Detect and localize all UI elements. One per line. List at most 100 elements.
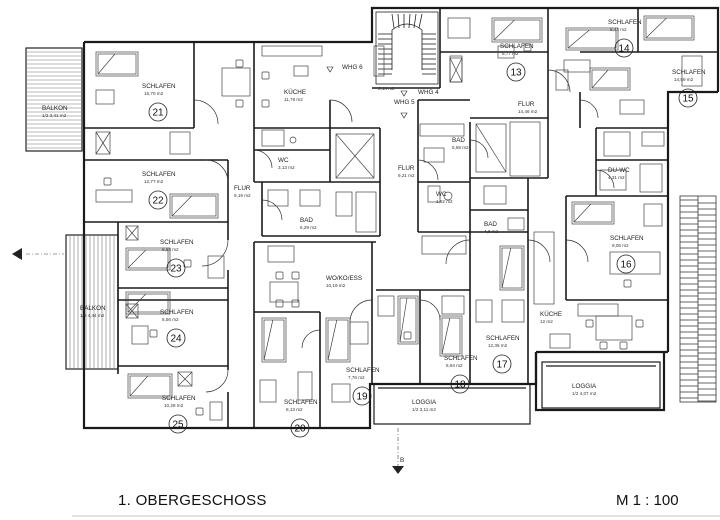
apartment-name: WHG 6 xyxy=(342,64,363,71)
space-area: 1,52 m2 xyxy=(436,199,453,204)
entry-arrow-icon xyxy=(326,66,334,73)
room-number-circle xyxy=(616,254,636,274)
space-area: 1/2 3,11 m2 xyxy=(412,407,436,412)
space-name: BAD xyxy=(484,221,497,228)
space-name: BAD xyxy=(300,217,313,224)
space-area: 14,46 m2 xyxy=(518,109,538,114)
room-number: 24 xyxy=(170,334,182,345)
room-name: SCHLAFEN xyxy=(160,309,194,316)
space-area: 1/2 4,07 m2 xyxy=(572,391,597,396)
room-number: 13 xyxy=(510,68,522,79)
room-name: SCHLAFEN xyxy=(444,355,478,362)
space-area: 3,13 m2 xyxy=(278,165,295,170)
space-name: BALKON xyxy=(80,305,106,312)
label-stair: 6,14 m2 xyxy=(378,86,395,91)
room-number-circle xyxy=(492,354,512,374)
staircase xyxy=(375,11,439,85)
room-number-circle xyxy=(352,386,372,406)
furniture xyxy=(95,15,703,421)
room-number-circle xyxy=(678,88,698,108)
room-number-circle xyxy=(148,190,168,210)
section-a-label: A xyxy=(18,253,23,260)
balcony-hatching xyxy=(25,47,119,370)
room-name: SCHLAFEN xyxy=(486,335,520,342)
space-name: KÜCHE xyxy=(284,88,306,96)
room-name: SCHLAFEN xyxy=(346,367,380,374)
space-area: 9,19 m2 xyxy=(234,193,251,198)
space-name: DU-WC xyxy=(608,167,630,174)
room-name: SCHLAFEN xyxy=(608,19,642,26)
space-area: 4,8 m2 xyxy=(484,229,498,234)
outer-walls xyxy=(82,6,720,430)
space-area: 10,19 m2 xyxy=(326,283,346,288)
room-number-circle xyxy=(450,374,470,394)
room-number: 20 xyxy=(294,424,306,435)
room-number: 15 xyxy=(682,94,694,105)
room-number-circle xyxy=(168,414,188,434)
room-name: SCHLAFEN xyxy=(610,235,644,242)
room-area: 8,56 m2 xyxy=(162,317,179,322)
space-name: WO/KO/ESS xyxy=(326,275,362,282)
room-number: 25 xyxy=(172,420,184,431)
room-number-circle xyxy=(166,328,186,348)
room-area: 8,77 m2 xyxy=(502,51,519,56)
room-area: 12,77 m2 xyxy=(144,179,164,184)
space-area: 5,68 m2 xyxy=(452,145,469,150)
apartment-name: WHG 4 xyxy=(418,89,439,96)
room-number: 19 xyxy=(356,392,368,403)
space-name: WC xyxy=(436,191,447,198)
room-number: 22 xyxy=(152,196,164,207)
section-marker-b: B xyxy=(392,428,404,474)
room-number-circle xyxy=(614,38,634,58)
space-name: FLUR xyxy=(518,101,535,108)
room-area: 10,28 m2 xyxy=(164,403,184,408)
room-name: SCHLAFEN xyxy=(672,69,706,76)
apartment-label-5: WHG 5 xyxy=(394,99,415,119)
space-name: BAD xyxy=(452,137,465,144)
section-marker-a: A xyxy=(12,248,64,260)
space-area: 4,31 m2 xyxy=(608,175,625,180)
right-exterior-stair xyxy=(679,195,717,403)
room-area: 12,35 m2 xyxy=(488,343,508,348)
apartment-name: WHG 5 xyxy=(394,99,415,106)
room-name: SCHLAFEN xyxy=(284,399,318,406)
room-number: 16 xyxy=(620,260,632,271)
entry-arrow-icon xyxy=(400,90,408,97)
space-area: 6,29 m2 xyxy=(300,225,317,230)
space-name: LOGGIA xyxy=(572,383,597,390)
label-duwc-w4: DU-WC4,31 m2 xyxy=(608,167,630,180)
room-area: 8,44 m2 xyxy=(610,27,627,32)
plan-title: 1. OBERGESCHOSS xyxy=(118,492,267,509)
room-name: SCHLAFEN xyxy=(162,395,196,402)
space-area: 1/2 4,44 m2 xyxy=(80,313,105,318)
room-number: 17 xyxy=(496,360,508,371)
entry-arrow-icon xyxy=(400,112,408,119)
label-wc-w5: WC1,52 m2 xyxy=(436,191,453,204)
room-area: 6,94 m2 xyxy=(446,363,463,368)
room-number: 18 xyxy=(454,380,466,391)
room-name: SCHLAFEN xyxy=(142,83,176,90)
room-number-circle xyxy=(290,418,310,438)
space-area: 6,14 m2 xyxy=(378,86,395,91)
